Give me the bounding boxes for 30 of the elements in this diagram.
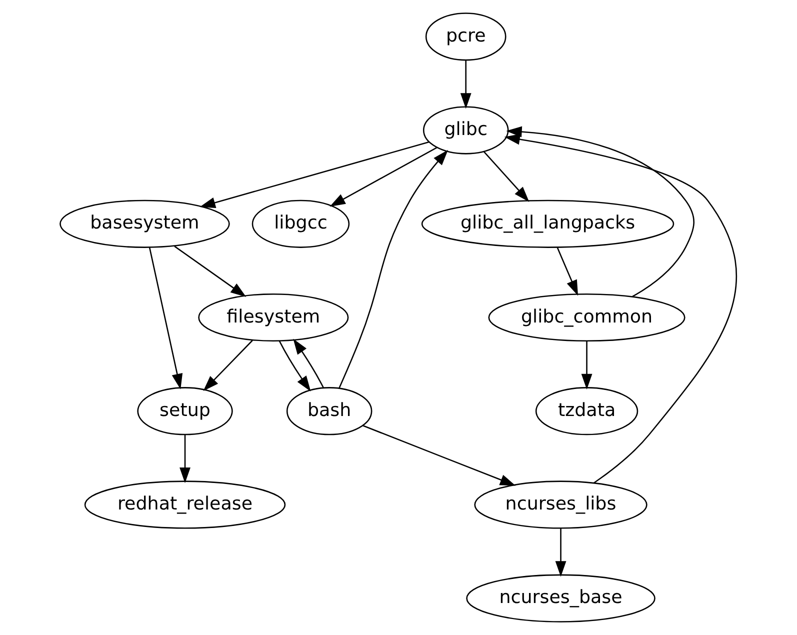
node-ellipse: libgcc xyxy=(252,200,350,248)
node-ellipse: ncurses_libs xyxy=(474,480,648,529)
arrow xyxy=(148,247,183,390)
arrow xyxy=(484,151,530,202)
node-ellipse: pcre xyxy=(425,12,506,61)
arrow xyxy=(362,425,516,486)
arrow xyxy=(581,341,592,390)
arrow xyxy=(504,134,737,484)
node-ellipse: filesystem xyxy=(198,293,349,342)
arrow xyxy=(203,340,253,392)
arrow xyxy=(460,60,472,109)
arrow xyxy=(506,126,694,298)
node-ellipse: glibc_common xyxy=(488,293,686,342)
arrow xyxy=(338,150,448,388)
node-ellipse: tzdata xyxy=(535,387,638,436)
arrow xyxy=(556,247,578,296)
arrow xyxy=(330,146,438,207)
arrow xyxy=(174,246,246,297)
arrow xyxy=(293,338,324,388)
node-ellipse: ncurses_base xyxy=(466,574,656,622)
arrow xyxy=(278,340,311,392)
node-ellipse: glibc_all_langpacks xyxy=(421,200,674,248)
node-ellipse: redhat_release xyxy=(84,480,286,529)
arrow xyxy=(555,528,566,577)
node-ellipse: glibc xyxy=(422,106,509,154)
arrow xyxy=(180,434,190,484)
node-ellipse: setup xyxy=(137,387,233,436)
arrow xyxy=(200,141,430,208)
node-ellipse: bash xyxy=(286,387,372,436)
node-ellipse: basesystem xyxy=(60,200,230,248)
